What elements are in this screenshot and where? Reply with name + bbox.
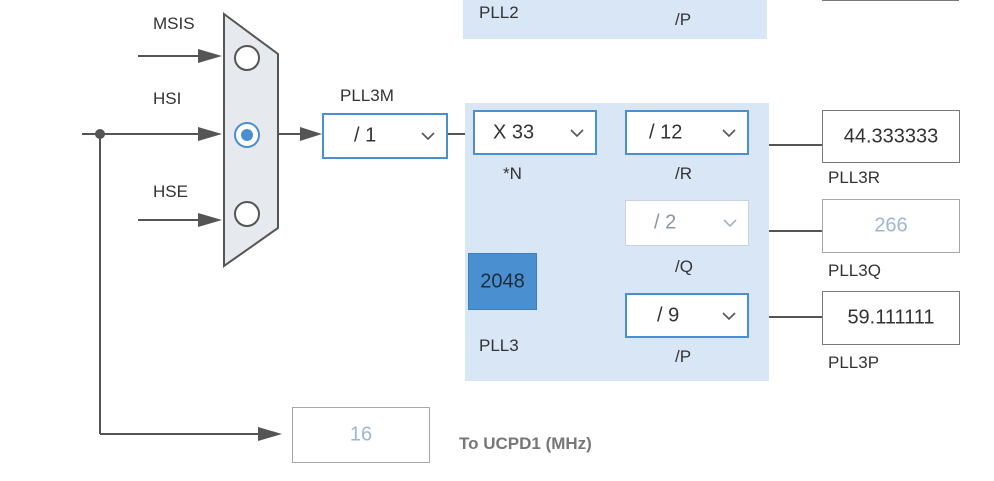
pll3-r-value: / 12 (649, 121, 683, 143)
chevron-down-icon (421, 132, 435, 141)
pll3-p-select[interactable]: / 9 (625, 293, 749, 338)
pll3q-value: 266 (874, 214, 908, 237)
pll3m-value: / 1 (354, 124, 377, 147)
hse-radio[interactable] (233, 200, 261, 228)
hsi-label: HSI (153, 89, 182, 108)
pll3-q-value: / 2 (654, 211, 677, 234)
pll2-p-label: /P (675, 10, 692, 29)
pll2-label: PLL2 (479, 3, 519, 22)
pll2-panel (463, 0, 767, 39)
hse-label: HSE (153, 182, 188, 201)
pll3q-output: 266 (822, 199, 960, 253)
pll2-output-box-edge (822, 0, 959, 1)
pll3-vco-value: 2048 (480, 270, 525, 292)
pll3r-label: PLL3R (828, 168, 880, 187)
chevron-down-icon (570, 128, 584, 137)
hsi-radio[interactable] (233, 121, 261, 149)
pll3m-label: PLL3M (340, 86, 394, 105)
msis-label: MSIS (153, 14, 195, 33)
pll3-vco-badge: 2048 (468, 253, 537, 310)
chevron-down-icon (723, 219, 737, 228)
pll3-p-label: /P (675, 347, 692, 366)
ucpd1-value: 16 (349, 423, 373, 446)
pll3-r-select[interactable]: / 12 (625, 110, 749, 155)
ucpd1-output: 16 (292, 407, 430, 463)
ucpd1-label: To UCPD1 (MHz) (459, 434, 592, 453)
pll3r-output: 44.333333 (822, 110, 960, 163)
pll3r-value: 44.333333 (843, 125, 939, 147)
msis-radio[interactable] (233, 44, 261, 72)
chevron-down-icon (722, 311, 736, 320)
pll3-r-label: /R (675, 164, 692, 183)
chevron-down-icon (722, 128, 736, 137)
pll3-label: PLL3 (479, 336, 519, 355)
pll3-q-label: /Q (675, 257, 693, 276)
pll3-q-select[interactable]: / 2 (625, 200, 749, 246)
pll3p-output: 59.111111 (822, 291, 960, 345)
pll3-p-value: / 9 (657, 304, 680, 326)
pll3p-value: 59.111111 (847, 306, 935, 329)
pll3q-label: PLL3Q (828, 261, 881, 280)
pll3-n-value: X 33 (493, 121, 535, 143)
pll3-n-label: *N (503, 164, 522, 183)
pll3-n-select[interactable]: X 33 (473, 110, 597, 155)
pll3m-select[interactable]: / 1 (322, 113, 448, 159)
pll3p-label: PLL3P (828, 353, 880, 372)
